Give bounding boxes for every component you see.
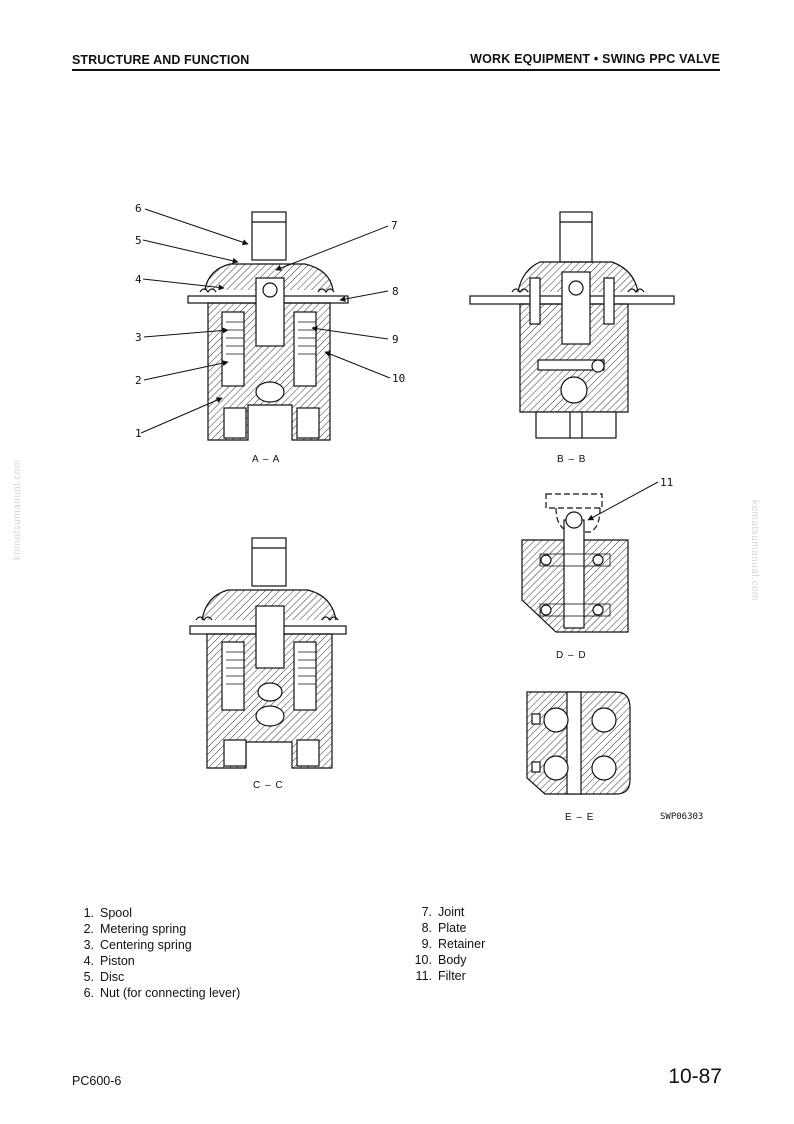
callout-6: 6 [135,202,142,215]
legend-item: 4.Piston [83,954,135,968]
section-dd-leader [587,481,659,521]
legend-item: 8.Plate [421,921,467,935]
drawing-code: SWP06303 [660,812,703,822]
legend-item: 2.Metering spring [83,922,187,936]
callout-5: 5 [135,234,142,247]
legend-right-column: 7.Joint 8.Plate 9.Retainer 10.Body 11.Fi… [410,904,486,984]
section-ee-drawing [526,691,631,795]
legend-item: 5.Disc [83,970,125,984]
legend-left-column: 1.Spool 2.Metering spring 3.Centering sp… [72,905,241,1001]
callout-2: 2 [135,374,142,387]
callout-8: 8 [392,285,399,298]
section-label-bb: B – B [557,454,586,465]
legend-item: 7.Joint [421,905,465,919]
section-aa-leaders [140,208,391,434]
legend-item: 3.Centering spring [83,938,192,952]
callout-9: 9 [392,333,399,346]
header-chapter-title: WORK EQUIPMENT • SWING PPC VALVE [470,52,720,66]
callout-1: 1 [135,427,142,440]
section-label-aa: A – A [252,454,280,465]
section-bb-drawing [469,211,675,439]
callout-3: 3 [135,331,142,344]
legend-item: 1.Spool [83,906,132,920]
callout-7: 7 [391,219,398,232]
callout-4: 4 [135,273,142,286]
footer-model: PC600-6 [72,1074,122,1088]
section-dd-drawing [521,493,629,633]
legend-item: 6.Nut (for connecting lever) [83,986,241,1000]
callout-11: 11 [660,476,673,489]
section-cc-drawing [189,537,347,769]
footer-page-number: 10-87 [668,1065,722,1088]
callout-10: 10 [392,372,405,385]
legend-item: 10.Body [414,953,467,967]
section-label-cc: C – C [253,780,284,791]
section-label-dd: D – D [556,650,587,661]
header-section-title: STRUCTURE AND FUNCTION [72,53,250,67]
section-aa-drawing [187,211,349,441]
header-rule [72,69,720,71]
legend-item: 11.Filter [415,969,466,983]
legend-item: 9.Retainer [421,937,486,951]
section-label-ee: E – E [565,812,594,823]
